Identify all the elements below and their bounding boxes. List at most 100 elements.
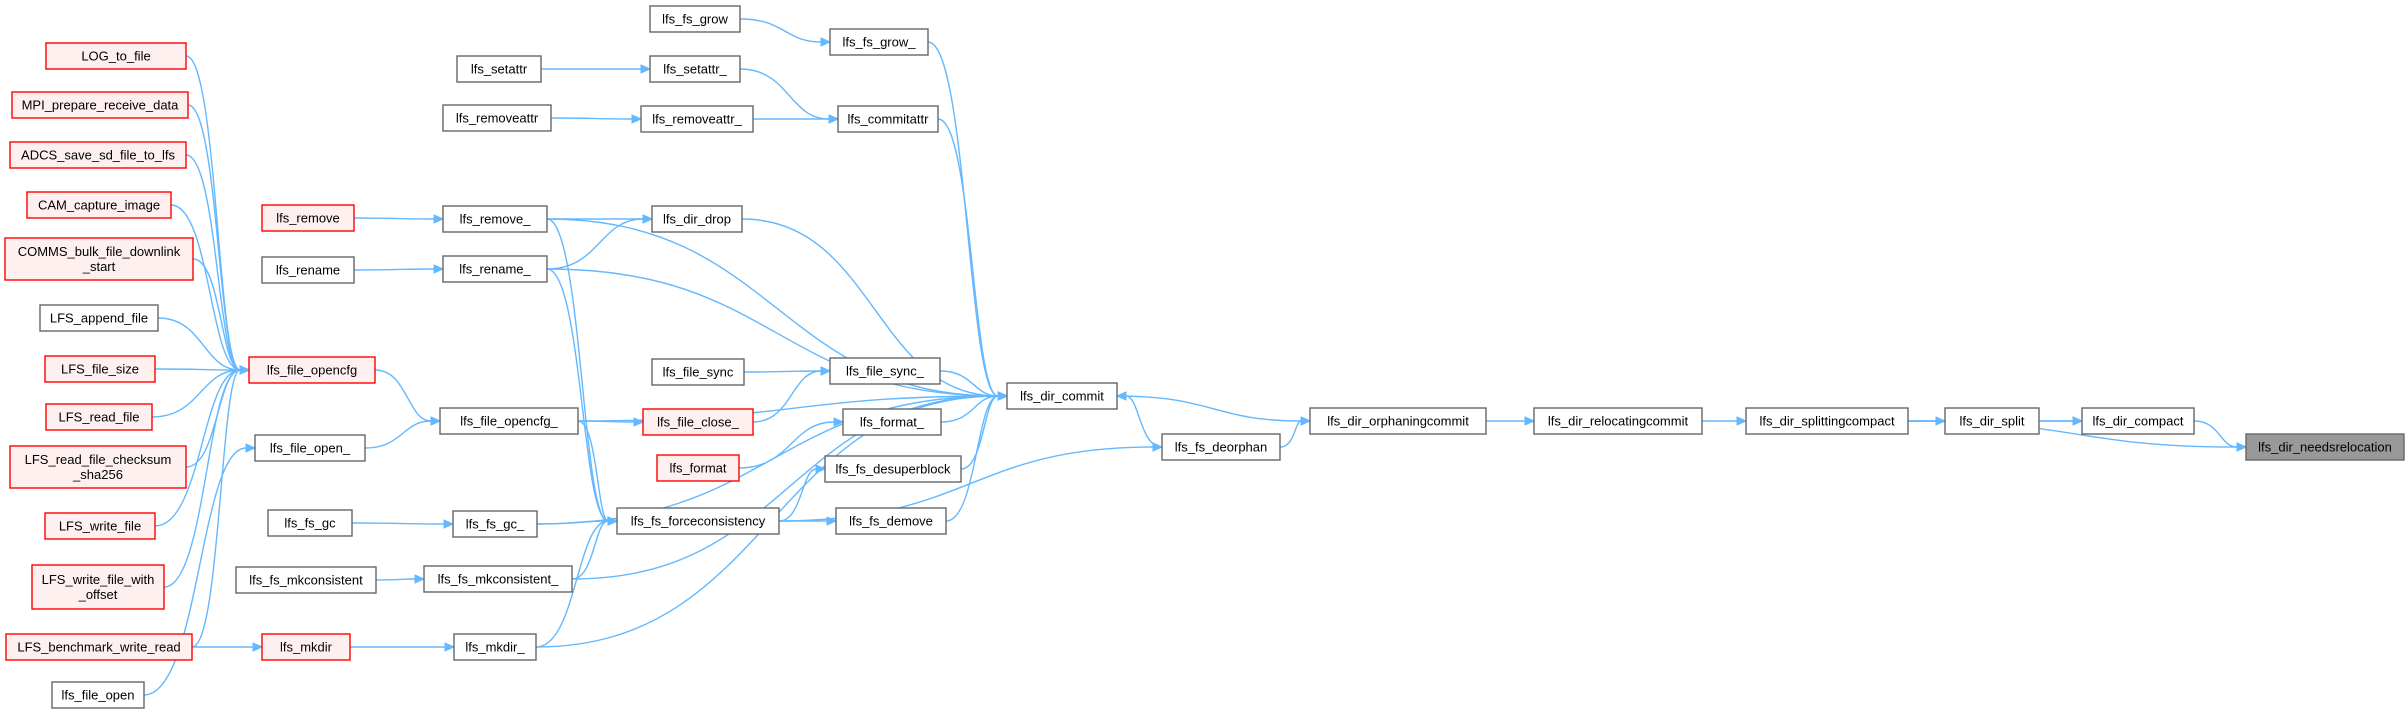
edge-lfs-fs-mkconsistent--to-lfs-fs-forceconsistency [571, 520, 609, 580]
edge-lfs-fs-grow-to-lfs-fs-grow- [739, 18, 822, 43]
edge-arrowhead [414, 574, 426, 584]
node-lfs-dir-split[interactable]: lfs_dir_split [1944, 407, 2040, 435]
node-adcs-save[interactable]: ADCS_save_sd_file_to_lfs [9, 141, 187, 169]
node-lfs-removeattr-[interactable]: lfs_removeattr_ [640, 105, 754, 133]
node-lfs-format[interactable]: lfs_format [656, 454, 740, 482]
edge-lfs-file-sync-to-lfs-file-sync- [743, 370, 822, 373]
node-label: lfs_dir_split [1959, 414, 2024, 429]
node-lfs-dir-orphaningcommit[interactable]: lfs_dir_orphaningcommit [1309, 407, 1487, 435]
node-lfs-fs-mkconsistent-[interactable]: lfs_fs_mkconsistent_ [423, 565, 573, 593]
edge-lfs-file-sync--to-lfs-dir-commit [939, 370, 999, 397]
node-lfs-write-offset[interactable]: LFS_write_file_with_offset [31, 564, 165, 610]
node-label: LFS_file_size [61, 362, 139, 377]
node-lfs-read-checksum[interactable]: LFS_read_file_checksum_sha256 [9, 445, 187, 489]
node-label: lfs_dir_splittingcompact [1759, 414, 1895, 429]
node-lfs-file-size[interactable]: LFS_file_size [44, 355, 156, 383]
node-label: lfs_file_open_ [270, 441, 351, 456]
edge-lfs-removeattr-to-lfs-removeattr- [550, 117, 633, 120]
node-box [640, 105, 754, 133]
node-label: lfs_fs_desuperblock [836, 462, 951, 477]
node-label: LFS_read_file [59, 410, 140, 425]
edge-lfs-dir-compact-to-lfs-dir-needsrelocation [2193, 420, 2238, 448]
node-label: lfs_setattr [471, 62, 528, 77]
node-lfs-format-[interactable]: lfs_format_ [842, 408, 942, 436]
node-lfs-fs-grow-[interactable]: lfs_fs_grow_ [829, 28, 929, 56]
node-lfs-append-file[interactable]: LFS_append_file [39, 304, 159, 332]
node-label: lfs_fs_deorphan [1175, 440, 1268, 455]
node-lfs-file-sync[interactable]: lfs_file_sync [651, 358, 745, 386]
node-lfs-dir-drop[interactable]: lfs_dir_drop [651, 205, 743, 233]
node-lfs-file-opencfg[interactable]: lfs_file_opencfg [248, 356, 376, 384]
node-lfs-dir-relocatingcommit[interactable]: lfs_dir_relocatingcommit [1533, 407, 1703, 435]
node-lfs-dir-needsrelocation[interactable]: lfs_dir_needsrelocation [2245, 433, 2405, 461]
node-box [1745, 407, 1909, 435]
node-box [45, 42, 187, 70]
node-lfs-fs-grow[interactable]: lfs_fs_grow [649, 5, 741, 33]
node-lfs-fs-deorphan[interactable]: lfs_fs_deorphan [1161, 433, 1281, 461]
node-lfs-fs-gc-[interactable]: lfs_fs_gc_ [452, 510, 538, 538]
node-lfs-file-sync-[interactable]: lfs_file_sync_ [829, 357, 941, 385]
node-box [261, 633, 351, 661]
node-lfs-dir-commit[interactable]: lfs_dir_commit [1006, 382, 1118, 410]
node-label: _offset [78, 587, 118, 602]
node-lfs-setattr[interactable]: lfs_setattr [456, 55, 542, 83]
edge-lfs-remove-to-lfs-remove- [353, 217, 435, 220]
node-label: lfs_rename [276, 263, 340, 278]
node-lfs-fs-forceconsistency[interactable]: lfs_fs_forceconsistency [616, 507, 780, 535]
node-lfs-write-file[interactable]: LFS_write_file [44, 512, 156, 540]
node-cam-capture[interactable]: CAM_capture_image [26, 191, 172, 219]
node-lfs-rename[interactable]: lfs_rename [261, 256, 355, 284]
node-lfs-fs-desuperblock[interactable]: lfs_fs_desuperblock [824, 455, 962, 483]
edge-arrowhead [642, 214, 654, 224]
node-lfs-mkdir-[interactable]: lfs_mkdir_ [453, 633, 537, 661]
node-label: lfs_mkdir [280, 640, 333, 655]
edge-lfs-fs-demove-to-lfs-dir-commit [945, 395, 999, 522]
node-lfs-removeattr[interactable]: lfs_removeattr [442, 104, 552, 132]
edge-arrowhead [245, 443, 257, 453]
node-lfs-read-file[interactable]: LFS_read_file [45, 403, 153, 431]
edge-lfs-benchmark-to-lfs-file-opencfg [191, 369, 241, 648]
node-lfs-fs-demove[interactable]: lfs_fs_demove [835, 507, 947, 535]
node-box [4, 237, 194, 281]
node-lfs-commitattr[interactable]: lfs_commitattr [837, 105, 939, 133]
node-box [261, 204, 355, 232]
edge-lfs-remove--to-lfs-fs-forceconsistency [546, 218, 609, 522]
edge-lfs-read-file-to-lfs-file-opencfg [151, 369, 241, 418]
node-lfs-file-opencfg-[interactable]: lfs_file_opencfg_ [439, 407, 579, 435]
node-box [439, 407, 579, 435]
edge-arrowhead [2236, 442, 2248, 452]
node-lfs-file-open[interactable]: lfs_file_open [51, 681, 145, 709]
edge-lfs-dir-commit-to-lfs-dir-orphaningcommit [1116, 395, 1302, 422]
node-box [26, 191, 172, 219]
node-label: LFS_write_file_with [42, 572, 155, 587]
node-label: lfs_dir_drop [663, 212, 731, 227]
node-lfs-benchmark[interactable]: LFS_benchmark_write_read [5, 633, 193, 661]
edge-lfs-remove--to-lfs-dir-commit [546, 218, 999, 397]
node-lfs-rename-[interactable]: lfs_rename_ [442, 255, 548, 283]
node-lfs-mkdir[interactable]: lfs_mkdir [261, 633, 351, 661]
edge-arrowhead [443, 519, 455, 529]
node-lfs-remove[interactable]: lfs_remove [261, 204, 355, 232]
node-lfs-dir-compact[interactable]: lfs_dir_compact [2081, 407, 2195, 435]
node-box [453, 633, 537, 661]
node-box [651, 205, 743, 233]
node-label: lfs_fs_grow [662, 12, 728, 27]
node-lfs-file-close-[interactable]: lfs_file_close_ [642, 408, 754, 436]
edge-arrowhead [433, 264, 445, 274]
node-lfs-setattr-[interactable]: lfs_setattr_ [649, 55, 741, 83]
node-lfs-remove-[interactable]: lfs_remove_ [442, 205, 548, 233]
node-label: LOG_to_file [81, 49, 150, 64]
node-label: lfs_removeattr_ [652, 112, 742, 127]
node-lfs-fs-gc[interactable]: lfs_fs_gc [267, 509, 353, 537]
node-label: lfs_removeattr [456, 111, 539, 126]
node-lfs-file-open-[interactable]: lfs_file_open_ [254, 434, 366, 462]
node-lfs-dir-splittingcompact[interactable]: lfs_dir_splittingcompact [1745, 407, 1909, 435]
node-label: LFS_benchmark_write_read [17, 640, 180, 655]
node-log-to-file[interactable]: LOG_to_file [45, 42, 187, 70]
node-comms-bulk[interactable]: COMMS_bulk_file_downlink_start [4, 237, 194, 281]
node-label: LFS_append_file [50, 311, 148, 326]
node-mpi-prepare[interactable]: MPI_prepare_receive_data [11, 91, 189, 119]
edge-lfs-format-to-lfs-format- [738, 421, 835, 469]
node-box [11, 91, 189, 119]
node-lfs-fs-mkconsistent[interactable]: lfs_fs_mkconsistent [235, 566, 377, 594]
